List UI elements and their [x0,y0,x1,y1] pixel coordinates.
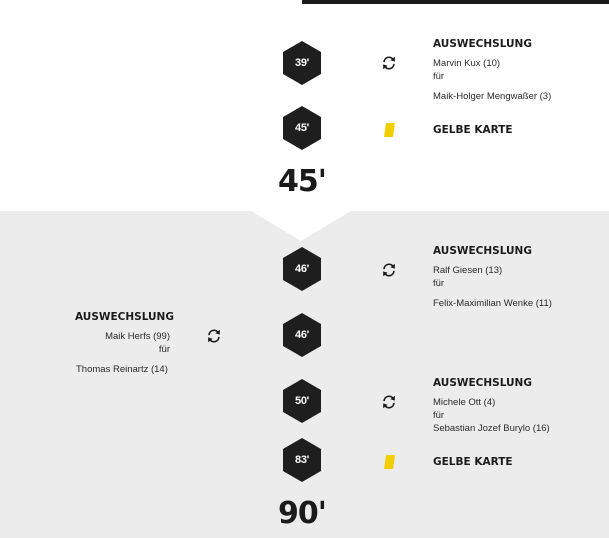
half-time-minute: 45' [278,164,327,199]
event-title: AUSWECHSLUNG [433,245,532,257]
substitution-connector: für [433,410,445,421]
event-title: AUSWECHSLUNG [433,38,532,50]
minute-marker: 45' [283,106,321,150]
event-title: AUSWECHSLUNG [433,377,532,389]
minute-marker: 83' [283,438,321,482]
header-bar [302,0,609,4]
substitution-icon [383,395,395,409]
player-in: Marvin Kux (10) [433,58,501,69]
yellow-card-icon [384,123,395,137]
substitution-icon [383,263,395,277]
substitution-icon [383,56,395,70]
event-title: GELBE KARTE [433,124,513,136]
player-out: Sebastian Jozef Burylo (16) [433,423,550,434]
minute-marker: 46' [283,313,321,357]
player-out: Felix-Maximilian Wenke (11) [433,298,552,309]
minute-marker: 50' [283,379,321,423]
player-in: Ralf Giesen (13) [433,265,503,276]
substitution-connector: für [433,71,445,82]
half-time-divider [251,211,351,241]
event-title: GELBE KARTE [433,456,513,468]
full-time-minute: 90' [278,496,327,531]
player-out: Maik-Holger Mengwaßer (3) [433,91,552,102]
player-in: Michele Ott (4) [433,397,496,408]
player-in: Maik Herfs (99) [105,331,170,342]
player-out: Thomas Reinartz (14) [76,364,168,375]
minute-marker: 46' [283,247,321,291]
substitution-connector: für [433,278,445,289]
minute-marker: 39' [283,41,321,85]
event-title: AUSWECHSLUNG [75,311,174,323]
substitution-icon [208,329,220,343]
substitution-connector: für [158,344,170,355]
